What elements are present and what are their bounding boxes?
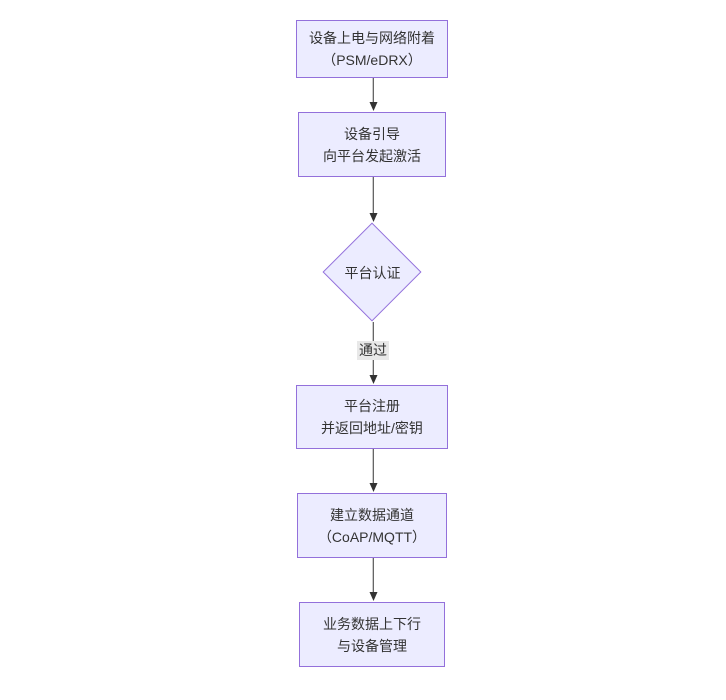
edge-label-pass: 通过 (357, 341, 389, 360)
arrow-shaft (372, 177, 374, 215)
node-text-line: 设备上电与网络附着 (309, 30, 435, 46)
arrowhead-icon (369, 483, 377, 492)
node-text-line: 并返回地址/密钥 (321, 420, 423, 436)
node-text-line: （PSM/eDRX） (322, 52, 422, 68)
arrow-shaft (372, 558, 374, 594)
arrow-shaft (372, 449, 374, 485)
flow-node-bootstrap: 设备引导 向平台发起激活 (298, 112, 446, 177)
flow-node-power-attach: 设备上电与网络附着 （PSM/eDRX） (296, 20, 448, 78)
node-text-line: 设备引导 (344, 125, 400, 142)
flow-node-platform-auth: 平台认证 (322, 222, 423, 323)
arrow-down (367, 177, 380, 222)
arrow-down (367, 449, 380, 492)
node-text-line: 向平台发起激活 (323, 147, 421, 164)
node-text-line: 平台认证 (344, 264, 401, 281)
node-text-line: 与设备管理 (337, 637, 407, 654)
node-text-line: （CoAP/MQTT） (317, 528, 427, 545)
flow-node-business-data: 业务数据上下行 与设备管理 (299, 602, 445, 667)
node-text-line: 建立数据通道 (330, 506, 414, 523)
flow-node-data-channel: 建立数据通道 （CoAP/MQTT） (297, 493, 447, 558)
node-text-line: 业务数据上下行 (323, 615, 421, 632)
arrow-shaft (372, 78, 374, 104)
arrowhead-icon (369, 375, 377, 384)
arrowhead-icon (369, 102, 377, 111)
arrow-down (367, 78, 380, 111)
arrowhead-icon (369, 213, 377, 222)
arrowhead-icon (369, 592, 377, 601)
arrow-down (367, 558, 380, 601)
flow-node-register: 平台注册 并返回地址/密钥 (296, 385, 448, 449)
node-text-line: 平台注册 (344, 398, 400, 414)
